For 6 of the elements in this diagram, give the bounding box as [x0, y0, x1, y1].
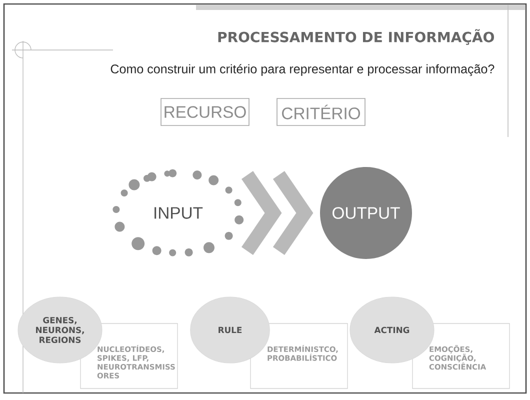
- label-box: CRITÉRIO: [276, 98, 366, 126]
- title: PROCESSAMENTO DE INFORMAÇÃO: [218, 29, 494, 45]
- dot-ring: INPUT: [112, 169, 244, 256]
- label-box: RECURSO: [160, 98, 250, 126]
- subtitle: Como construir um critério para representar e processar informação?: [110, 64, 494, 76]
- chevron-arrow: [240, 168, 314, 258]
